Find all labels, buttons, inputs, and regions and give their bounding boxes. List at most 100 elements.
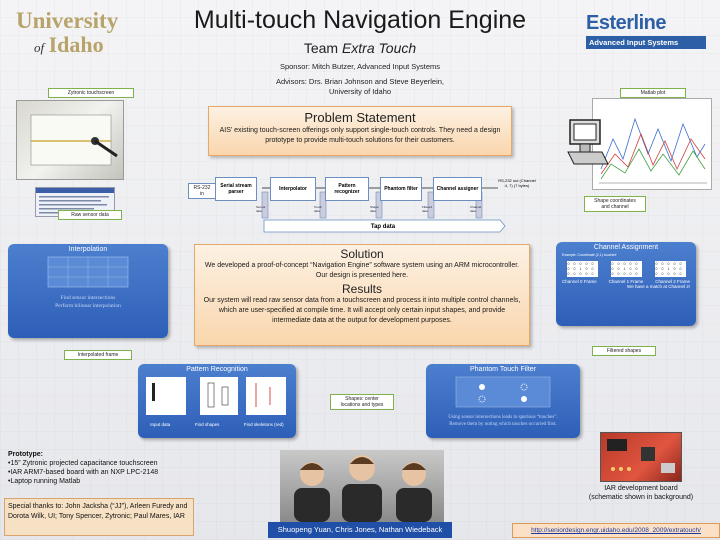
special-thanks: Special thanks to: John Jacksha (“JJ”), … bbox=[4, 498, 194, 536]
flow-step-interpolator: Interpolator bbox=[270, 177, 316, 201]
channel-grid-cell: 0 bbox=[585, 272, 588, 276]
matlab-plot bbox=[592, 98, 712, 190]
channel-grid-cell: 0 bbox=[567, 272, 570, 276]
team-prefix: Team bbox=[303, 40, 342, 56]
flow-step-channel-assigner: Channel assigner bbox=[433, 177, 482, 201]
prototype-section: Prototype: •15” Zytronic projected capac… bbox=[8, 450, 178, 486]
logo-university: University bbox=[16, 8, 119, 33]
iar-line1: IAR development board bbox=[604, 485, 678, 492]
project-url-link[interactable]: http://seniordesign.engr.uidaho.edu/2008… bbox=[512, 523, 720, 538]
channel-grid-cell: 0 bbox=[661, 267, 664, 271]
iar-line2: (schematic shown in background) bbox=[588, 494, 694, 501]
problem-heading: Problem Statement bbox=[304, 110, 416, 125]
side-label-channel: Channel data bbox=[470, 205, 482, 213]
channel-grid-cell: 0 bbox=[629, 267, 632, 271]
shape-coords-line1: Shape coordinates bbox=[594, 198, 636, 204]
phantom-line1: Using sensor intersections leads to spur… bbox=[448, 415, 558, 420]
prototype-item-0: •15” Zytronic projected capacitance touc… bbox=[8, 460, 158, 467]
channel-grid-cell: 0 bbox=[635, 267, 638, 271]
flow-step-pattern-recognizer: Pattern recognizer bbox=[325, 177, 369, 201]
channel-grid-cell: 0 bbox=[585, 267, 588, 271]
channel-grid-cell: 0 bbox=[635, 262, 638, 266]
channel-heading: Channel Assignment bbox=[593, 244, 659, 251]
channel-grid-cell: 0 bbox=[573, 272, 576, 276]
channel-example: Example: Coordinate (2,1) touched bbox=[562, 253, 617, 257]
channel-grid-cell: 0 bbox=[667, 272, 670, 276]
channel-grid-cell: 0 bbox=[611, 262, 614, 266]
phantom-graphic bbox=[455, 376, 551, 408]
logo-idaho: Idaho bbox=[48, 32, 104, 57]
channel-panel: Channel Assignment Example: Coordinate (… bbox=[556, 242, 696, 326]
channel-grid-cell: 1 bbox=[623, 267, 626, 271]
solution-heading: Solution bbox=[340, 247, 384, 261]
logo-esterline-sub: Advanced Input Systems bbox=[586, 36, 706, 49]
team-line: Team Extra Touch bbox=[150, 40, 570, 56]
advisors-line2: University of Idaho bbox=[328, 87, 392, 96]
tap-data-label: Tap data bbox=[370, 224, 396, 230]
interpolation-line1: Find sensor intersections bbox=[60, 295, 116, 301]
channel-grid-cell: 0 bbox=[591, 262, 594, 266]
touchscreen-photo bbox=[16, 100, 124, 180]
side-label-filtered: Filtered data bbox=[422, 205, 433, 213]
channel-grid-cell: 0 bbox=[617, 267, 620, 271]
touchscreen-label: Zytronic touchscreen bbox=[48, 88, 134, 98]
flow-step-phantom-filter: Phantom filter bbox=[380, 177, 422, 201]
phantom-line2: Remove them by noting which touches occu… bbox=[449, 422, 557, 427]
channel-grid-cell: 0 bbox=[655, 262, 658, 266]
iar-caption: IAR development board (schematic shown i… bbox=[566, 484, 716, 502]
phantom-heading: Phantom Touch Filter bbox=[469, 366, 536, 373]
results-heading: Results bbox=[341, 282, 382, 296]
prototype-item-2: •Laptop running Matlab bbox=[8, 478, 81, 485]
channel-grid-cell: 0 bbox=[673, 267, 676, 271]
channel-grid-cell: 0 bbox=[673, 262, 676, 266]
shapes-center-label: Shapes: center locations and types bbox=[330, 394, 394, 410]
channel-grid-cell: 0 bbox=[655, 267, 658, 271]
team-name: Extra Touch bbox=[341, 40, 417, 56]
matlab-plot-art bbox=[599, 117, 707, 184]
channel-grid-cell: 0 bbox=[679, 267, 682, 271]
interpolation-panel: Interpolation Find sensor intersections … bbox=[8, 244, 168, 338]
channel-grid-cell: 0 bbox=[579, 262, 582, 266]
channel-grid-cell: 0 bbox=[623, 262, 626, 266]
channel-grid-cell: 0 bbox=[591, 272, 594, 276]
interpolation-graphic bbox=[47, 256, 129, 288]
channel-grid-cell: 0 bbox=[655, 272, 658, 276]
shapes-center-line2: locations and types bbox=[340, 402, 384, 408]
channel-frame-2: Channel 2 Frame bbox=[655, 279, 691, 284]
raw-sensor-label: Raw sensor data bbox=[58, 210, 122, 220]
poster-title: Multi-touch Navigation Engine bbox=[193, 6, 527, 34]
channel-grid-cell: 0 bbox=[679, 262, 682, 266]
phantom-panel: Phantom Touch Filter Using sensor inters… bbox=[426, 364, 580, 438]
channel-grid-cell: 1 bbox=[667, 267, 670, 271]
interpolation-line2: Perform bilinear interpolation bbox=[55, 303, 121, 309]
flow-step-serial-parser: Serial stream parser bbox=[215, 177, 257, 201]
computer-icon bbox=[566, 118, 610, 174]
solution-text: We developed a proof-of-concept “Navigat… bbox=[204, 262, 520, 279]
prototype-heading: Prototype: bbox=[8, 451, 43, 458]
pattern-heading: Pattern Recognition bbox=[186, 366, 248, 373]
matlab-label: Matlab plot bbox=[620, 88, 686, 98]
solution-panel: Solution We developed a proof-of-concept… bbox=[194, 244, 530, 346]
advisors-line1: Advisors: Drs. Brian Johnson and Steve B… bbox=[276, 77, 444, 86]
channel-grid-cell: 0 bbox=[617, 272, 620, 276]
logo-esterline: Esterline bbox=[586, 12, 666, 34]
channel-grid-cell: 1 bbox=[579, 267, 582, 271]
channel-grid-cell: 0 bbox=[611, 267, 614, 271]
channel-grid-cell: 0 bbox=[629, 272, 632, 276]
side-label-touch: Touch data bbox=[314, 205, 323, 213]
team-photo bbox=[280, 450, 444, 522]
flow-arrows bbox=[215, 187, 506, 233]
pattern-panel: Pattern Recognition Input data Find shap… bbox=[138, 364, 296, 438]
shape-coords-line2: and channel bbox=[601, 204, 629, 210]
iar-board-photo bbox=[600, 432, 682, 482]
channel-grid-cell: 0 bbox=[679, 272, 682, 276]
filtered-shapes-label: Filtered shapes bbox=[592, 346, 656, 356]
channel-match: We have a match at Channel 2! bbox=[627, 284, 690, 289]
channel-grid-cell: 0 bbox=[611, 272, 614, 276]
pattern-caption-shapes: Find shapes bbox=[194, 422, 220, 427]
interpolation-heading: Interpolation bbox=[68, 246, 108, 253]
touchscreen-photo-art bbox=[30, 114, 118, 166]
channel-grid-cell: 0 bbox=[591, 267, 594, 271]
